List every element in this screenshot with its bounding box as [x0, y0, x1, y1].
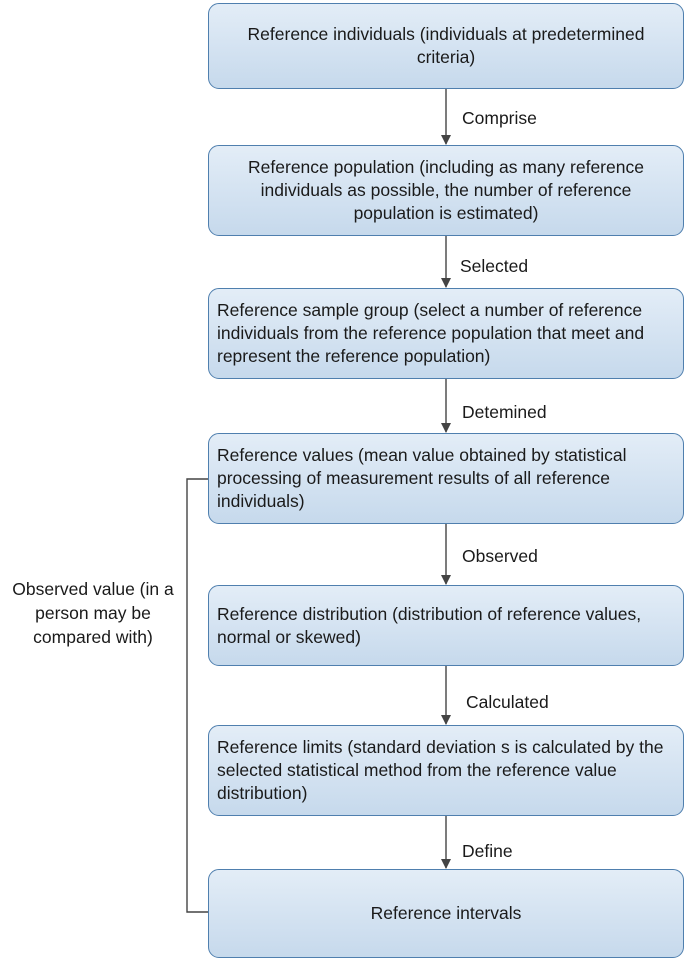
- node-text: Reference population (including as many …: [248, 157, 644, 223]
- edge-label-determined: Detemined: [462, 402, 547, 422]
- node-reference-distribution: Reference distribution (distribution of …: [208, 585, 684, 666]
- node-text: Reference individuals (individuals at pr…: [247, 24, 645, 67]
- node-reference-population: Reference population (including as many …: [208, 145, 684, 236]
- edge-label-comprise: Comprise: [462, 108, 537, 128]
- edge-label-selected: Selected: [460, 256, 529, 276]
- node-reference-values: Reference values (mean value obtained by…: [208, 433, 684, 524]
- node-reference-sample-group: Reference sample group (select a number …: [208, 288, 684, 379]
- node-text: Reference values (mean value obtained by…: [217, 445, 627, 511]
- node-reference-individuals: Reference individuals (individuals at pr…: [208, 3, 684, 89]
- node-text: Reference distribution (distribution of …: [217, 603, 642, 647]
- side-link-label: Observed value (in a person may be compa…: [12, 579, 174, 647]
- edge-label-define: Define: [462, 841, 513, 861]
- node-text: Reference sample group (select a number …: [217, 300, 645, 366]
- node-text: Reference limits (standard deviation s i…: [217, 737, 664, 803]
- edge-label-observed: Observed: [462, 546, 538, 566]
- node-text: Reference intervals: [370, 903, 522, 923]
- side-link-line: [186, 478, 209, 913]
- edge-label-calculated: Calculated: [466, 692, 549, 712]
- node-reference-limits: Reference limits (standard deviation s i…: [208, 725, 684, 816]
- node-reference-intervals: Reference intervals: [208, 869, 684, 958]
